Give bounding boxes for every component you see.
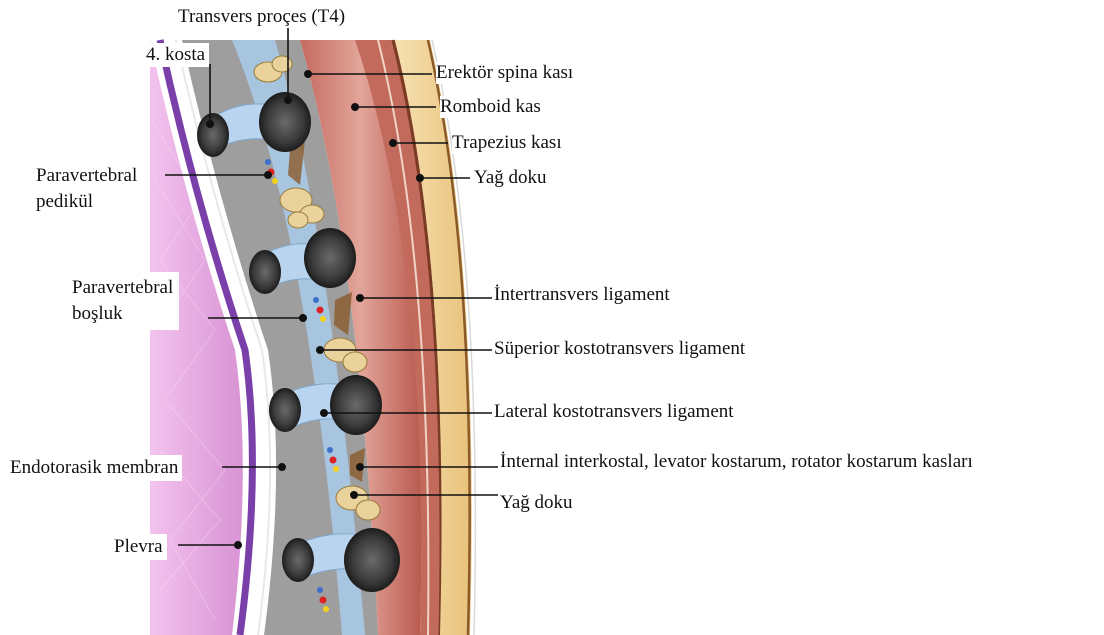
label-rhomboid: Romboid kas xyxy=(440,96,541,118)
label-paravertebral-pedicle-line1: Paravertebral xyxy=(36,163,137,189)
label-intertransverse: İntertransvers ligament xyxy=(494,284,670,306)
label-paravertebral-space: Paravertebral boşluk xyxy=(66,272,179,330)
label-internal-intercostal: İnternal interkostal, levator kostarum, … xyxy=(500,451,973,473)
label-paravertebral-pedicle: Paravertebral pedikül xyxy=(30,160,143,218)
label-transverse-process: Transvers proçes (T4) xyxy=(178,6,345,28)
label-fat-upper: Yağ doku xyxy=(474,167,547,189)
label-lateral-costotransverse: Lateral kostotransvers ligament xyxy=(494,401,734,423)
label-pleura: Plevra xyxy=(110,534,167,560)
label-endothoracic-membrane: Endotorasik membran xyxy=(6,455,182,481)
label-trapezius: Trapezius kası xyxy=(452,132,562,154)
label-paravertebral-space-line2: boşluk xyxy=(72,301,173,327)
label-superior-costotransverse: Süperior kostotransvers ligament xyxy=(494,338,745,360)
label-fat-lower: Yağ doku xyxy=(500,492,573,514)
label-erector-spinae: Erektör spina kası xyxy=(436,62,573,84)
label-rib: 4. kosta xyxy=(142,43,209,67)
label-paravertebral-space-line1: Paravertebral xyxy=(72,275,173,301)
label-paravertebral-pedicle-line2: pedikül xyxy=(36,189,137,215)
